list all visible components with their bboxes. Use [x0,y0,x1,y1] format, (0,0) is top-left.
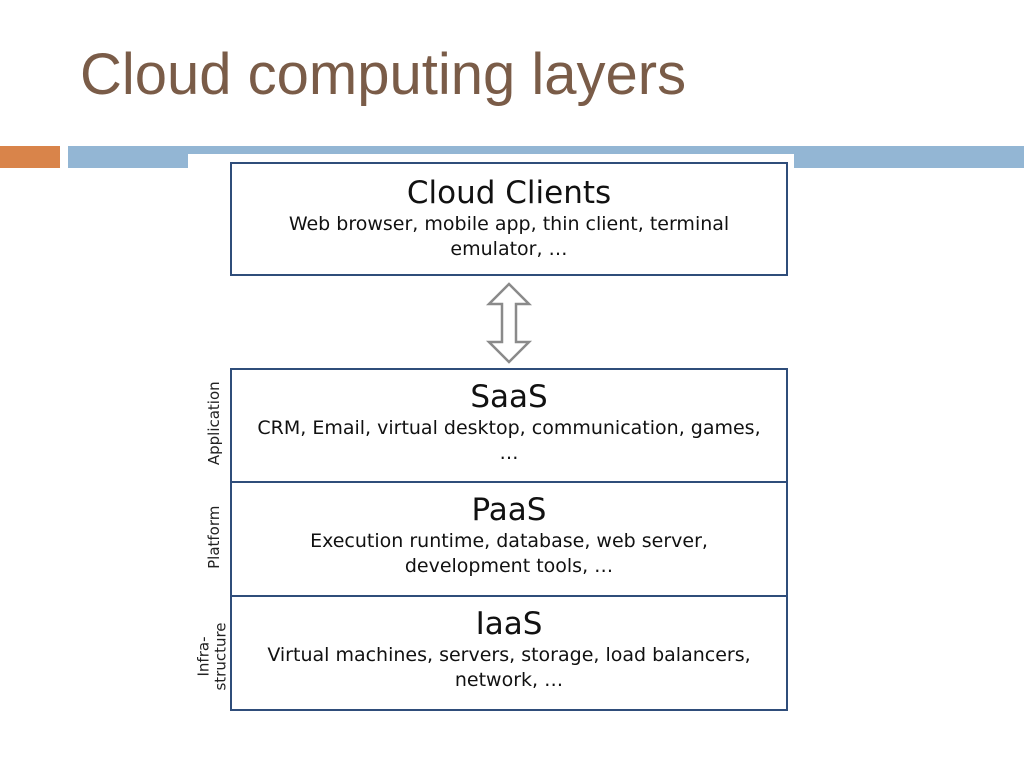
paas-description: Execution runtime, database, web server,… [310,529,708,578]
side-label-application: Application [204,381,223,466]
iaas-description: Virtual machines, servers, storage, load… [267,643,751,692]
side-label-platform: Platform [204,505,223,569]
side-label-infrastructure: Infra-structure [194,597,230,717]
double-arrow-vertical-icon [485,282,533,364]
iaas-heading: IaaS [475,606,543,642]
iaas-layer: IaaS Virtual machines, servers, storage,… [232,597,786,709]
paas-layer: PaaS Execution runtime, database, web se… [232,483,786,597]
side-label-infrastructure-text: Infra-structure [194,622,230,691]
paas-heading: PaaS [471,492,547,528]
saas-heading: SaaS [470,379,548,415]
saas-description: CRM, Email, virtual desktop, communicati… [257,416,761,465]
accent-bar-orange [0,146,60,168]
cloud-clients-box: Cloud Clients Web browser, mobile app, t… [230,162,788,276]
cloud-clients-description: Web browser, mobile app, thin client, te… [288,212,730,261]
cloud-clients-heading: Cloud Clients [406,175,612,211]
saas-layer: SaaS CRM, Email, virtual desktop, commun… [232,370,786,483]
slide-title: Cloud computing layers [80,42,687,107]
service-layer-stack: SaaS CRM, Email, virtual desktop, commun… [230,368,788,711]
